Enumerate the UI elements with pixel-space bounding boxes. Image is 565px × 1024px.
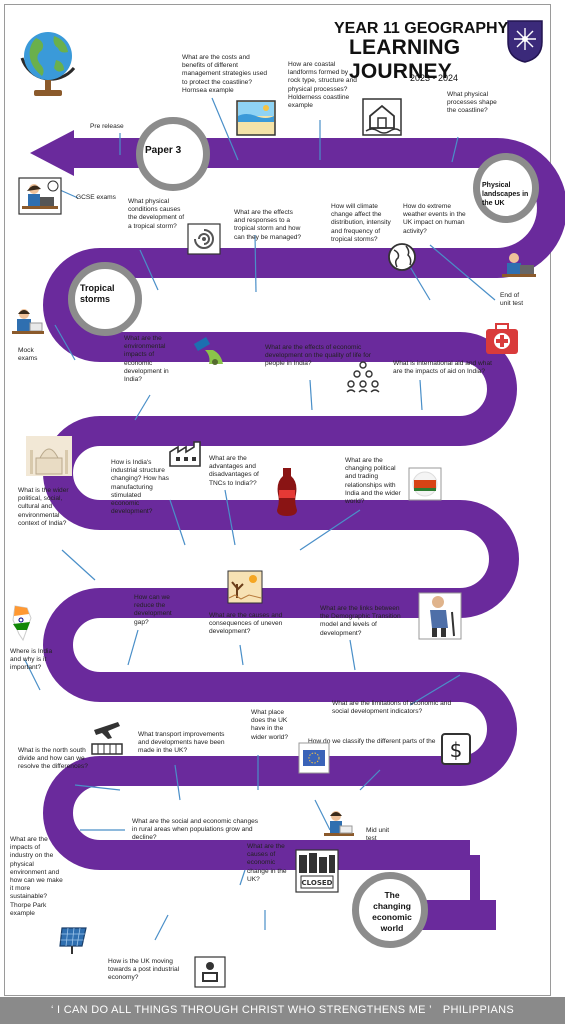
question-extreme-weather: How do extreme weather events in the UK … [403,203,466,235]
eu-flag-icon [298,742,330,774]
title-line-2: LEARNING JOURNEY [349,36,461,83]
closed-shop-icon: CLOSED [295,849,339,893]
question-causes-economic-change: What are the causes of economic change i… [247,843,287,883]
question-post-industrial: How is the UK moving towards a post indu… [108,958,180,982]
footer-quote-bar: ‘ I CAN DO ALL THINGS THROUGH CHRIST WHO… [0,997,565,1024]
student-laptop-icon [502,253,536,277]
milestone-tropical [68,262,142,336]
question-demographic-transition: What are the links between the Demograph… [320,605,401,637]
student-desk-icon [18,177,62,215]
school-crest-icon [507,20,543,63]
milestone-physical-label: Physical landscapes in the UK [482,182,529,207]
question-trading-relationships: What are the changing political and trad… [345,457,401,506]
question-tropical-conditions: What physical conditions causes the deve… [128,198,185,230]
question-effects-quality-of-life: What are the effects of economic develop… [265,344,371,368]
milestone-paper3 [136,117,210,191]
dollar-icon: $ [441,733,471,765]
question-transport: What transport improvements and developm… [138,731,225,755]
question-india-context: What is the wider political, social, cul… [18,487,69,527]
academic-year: 2023 - 2024 [410,73,459,83]
elderly-person-icon [418,592,462,640]
question-development-gap: How can we reduce the development gap? [134,594,172,626]
svg-text:$: $ [450,738,463,762]
student-test-icon [324,811,354,836]
milestone-paper3-label: Paper 3 [145,145,182,156]
storm-icon [187,223,221,255]
pollution-icon [193,337,223,365]
svg-text:CLOSED: CLOSED [302,879,333,887]
question-where-is-india: Where is India and why is it important? [10,648,53,672]
event-gcse-exams: GCSE exams [76,194,116,201]
beach-icon [236,100,276,136]
question-industry-environment: What are the impacts of industry on the … [10,836,63,917]
airport-icon [91,722,123,755]
event-mock-exams: Mock exams [18,347,38,363]
taj-mahal-icon [26,436,72,476]
globe-icon [20,32,76,96]
connector-lines [24,97,496,941]
milestone-physical [473,153,539,223]
milestone-changing [352,872,428,948]
first-aid-kit-icon [486,323,518,354]
office-worker-icon [194,956,226,988]
drought-icon [227,570,263,604]
solar-panel-icon [59,927,87,954]
milestone-changing-label: The changing economic world [372,890,412,933]
factory-icon [169,441,201,467]
question-physical-processes: What physical processes shape the coastl… [447,91,497,115]
world-globe-icon [388,243,416,271]
footer-quote: ‘ I CAN DO ALL THINGS THROUGH CHRIST WHO… [50,1004,432,1016]
question-rural-changes: What are the social and economic changes… [132,818,259,842]
cola-bottle-icon [277,468,297,516]
event-pre-release: Pre release [90,123,124,130]
people-pyramid-icon [346,361,380,393]
event-mid-unit-test: Mid unit test [366,827,390,843]
coastal-house-icon [362,98,402,136]
footer-reference: PHILIPPIANS [442,1004,515,1016]
question-north-south-divide: What is the north south divide and how c… [18,747,88,771]
question-climate-change: How will climate change affect the distr… [331,203,391,243]
milestone-tropical-label: Tropical storms [80,283,115,304]
question-coastline-management: What are the costs and benefits of diffe… [182,54,268,94]
question-uneven-development: What are the causes and consequences of … [209,612,283,636]
question-development-indicators: What are the limitations of economic and… [332,700,452,716]
handshake-icon [408,467,442,501]
india-flag-map-icon [12,605,32,642]
question-coastal-landforms: How are coastal landforms formed by rock… [288,61,357,110]
question-industrial-structure: How is India's industrial structure chan… [111,459,169,516]
learning-path [30,130,565,930]
question-uk-place: What place does the UK have in the wider… [251,709,289,741]
event-end-unit-test: End of unit test [500,292,524,308]
question-tropical-effects: What are the effects and responses to a … [234,209,302,241]
title-line-1: YEAR 11 GEOGRAPHY [334,20,509,37]
question-tncs: What are the advantages and disadvantage… [209,455,259,487]
question-environmental-impacts: What are the environmental impacts of ec… [124,335,169,384]
student-studying-icon [12,309,44,334]
question-international-aid: What is international aid and what are t… [393,360,492,376]
